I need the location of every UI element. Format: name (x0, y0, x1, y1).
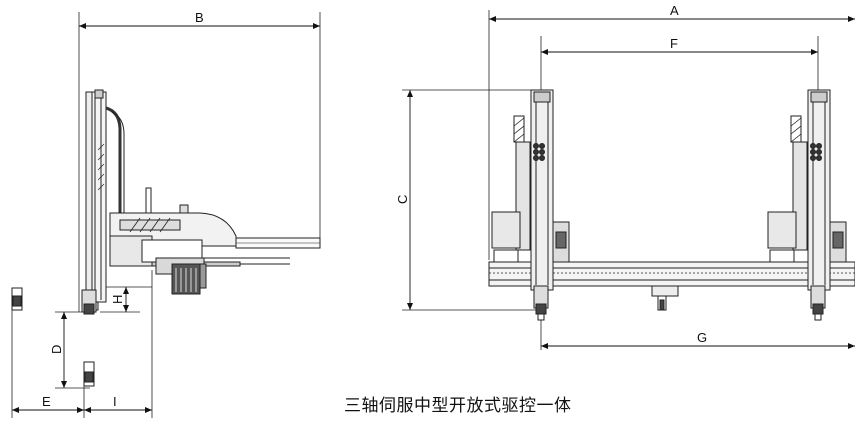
dim-label-e: E (42, 394, 51, 409)
dim-label-a: A (670, 3, 679, 18)
dim-label-b: B (195, 10, 204, 25)
dim-label-d: D (49, 345, 64, 354)
side-view (11, 12, 321, 418)
front-view (402, 10, 855, 350)
dim-label-g: G (697, 330, 707, 345)
left-column (491, 89, 570, 321)
figure-caption: 三轴伺服中型开放式驱控一体 (344, 396, 572, 416)
dim-label-h: H (110, 295, 125, 304)
right-column (767, 89, 847, 321)
dim-label-i: I (113, 394, 117, 409)
dim-label-f: F (670, 36, 678, 51)
dim-label-c: C (395, 195, 410, 204)
